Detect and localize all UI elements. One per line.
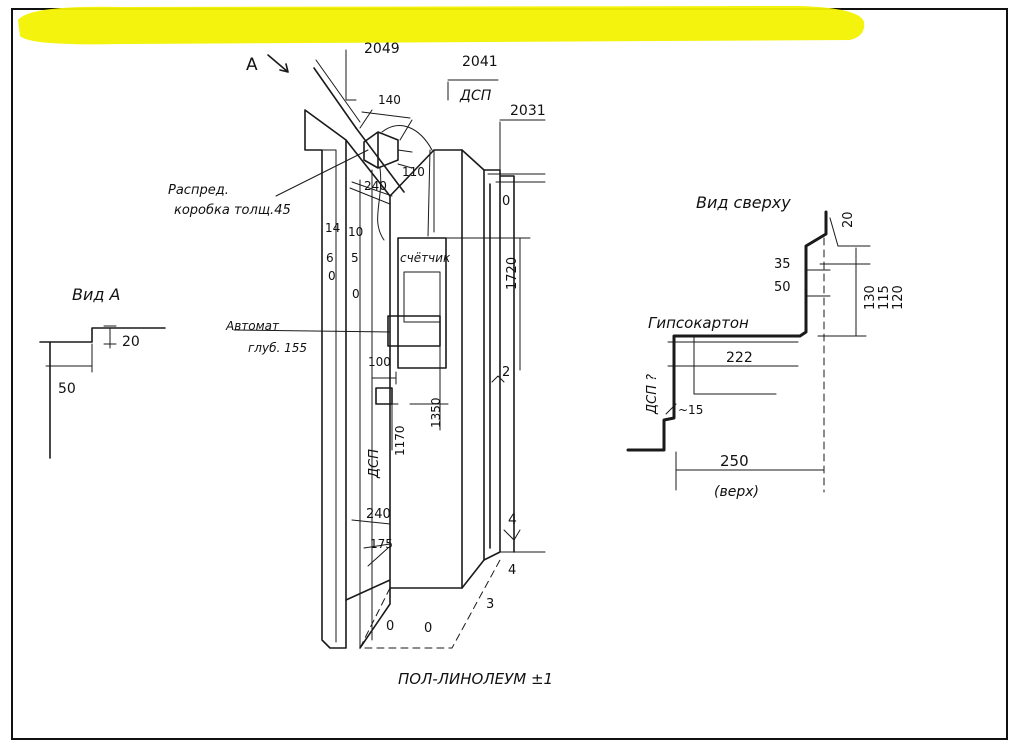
top-view-profile xyxy=(626,210,828,452)
top-dim-15: ~15 xyxy=(678,403,703,417)
main-sketch: 14 6 0 10 5 0 0 0 А 2049 2041 ДСП 2031 1… xyxy=(168,41,553,688)
mark-3: 3 xyxy=(486,597,494,612)
right-frame-ref xyxy=(487,173,546,553)
dim-2049: 2049 xyxy=(364,41,400,57)
dim-240-top: 240 xyxy=(364,179,387,193)
left-frame-inner xyxy=(315,59,361,643)
dim-140: 140 xyxy=(378,93,401,107)
top-dim-130: 130 xyxy=(863,285,878,310)
niche-back-wall xyxy=(389,149,463,589)
dim-2031: 2031 xyxy=(510,103,546,119)
view-a-profile xyxy=(39,327,166,459)
distributor-leader xyxy=(275,149,369,197)
wall-col2-2: 0 xyxy=(352,287,360,301)
automat-label-1: Автомат xyxy=(225,319,280,333)
dim-100: 100 xyxy=(368,355,391,369)
floor-zero-2: 0 xyxy=(424,621,432,636)
distributor-label-1: Распред. xyxy=(168,183,229,198)
automat-box xyxy=(387,315,441,347)
dsp-wall: ДСП xyxy=(367,449,382,479)
wall-col1-1: 6 xyxy=(326,251,334,265)
dim-1350-line xyxy=(409,343,449,431)
mark-2: 2 xyxy=(502,365,510,380)
floor-label: ПОЛ-ЛИНОЛЕУМ ±1 xyxy=(398,670,553,688)
dim-175: 175 xyxy=(370,537,393,551)
drywall-label: Гипсокартон xyxy=(648,314,749,332)
top-view-sketch: Вид сверху 20 35 50 130 115 120 Гипсокар… xyxy=(626,193,906,500)
distribution-box xyxy=(363,131,399,169)
box-cables xyxy=(377,125,435,241)
floor-outline xyxy=(359,559,501,649)
top-dim-115: 115 xyxy=(877,285,892,310)
dim-2031-leader xyxy=(499,119,546,173)
view-a-arrow-label: А xyxy=(246,55,258,75)
wall-col1-2: 0 xyxy=(328,269,336,283)
meter-box xyxy=(397,237,447,369)
edge-arrows xyxy=(491,375,521,541)
top-dim-222: 222 xyxy=(726,350,753,366)
automat-leader xyxy=(233,329,391,333)
mark-4a: 4 xyxy=(508,512,517,528)
dim-2041-leader xyxy=(447,79,499,101)
dim-1170: 1170 xyxy=(393,425,407,456)
top-view-frame-lines xyxy=(667,335,825,491)
top-dim-250: 250 xyxy=(720,452,749,470)
wall-column-1: 14 6 0 xyxy=(325,221,340,283)
dim-2041: 2041 xyxy=(462,54,498,70)
dsp-question: ДСП ? xyxy=(645,374,660,415)
top-dim-120: 120 xyxy=(891,285,906,310)
redaction-highlight xyxy=(18,6,865,45)
top-verkh: (верх) xyxy=(714,484,759,500)
left-wall xyxy=(345,127,405,649)
view-a-arrow xyxy=(267,54,289,73)
dim-100-lines xyxy=(371,371,397,385)
dim-110-lines xyxy=(397,149,413,169)
dim-2049-leader xyxy=(345,49,357,101)
dim-240-bottom-line xyxy=(351,519,391,525)
meter-window xyxy=(403,271,441,323)
left-wall-inner xyxy=(359,169,373,649)
mark-4b: 4 xyxy=(508,563,516,578)
dim-1720: 1720 xyxy=(505,257,520,290)
niche-right-wall xyxy=(461,149,485,589)
dim-175-line xyxy=(363,543,391,567)
view-a-dim-lines xyxy=(45,325,117,373)
left-frame-outer xyxy=(304,67,357,649)
top-view-dim-lines xyxy=(665,217,871,415)
view-a-title: Вид А xyxy=(72,285,120,304)
distributor-label-2: коробка толщ.45 xyxy=(174,203,291,218)
floor-zero-1: 0 xyxy=(386,619,394,634)
view-a-dim-50: 50 xyxy=(58,381,76,397)
dim-1170-line xyxy=(385,403,399,451)
dim-110: 110 xyxy=(402,165,425,179)
dim-1350: 1350 xyxy=(429,397,443,428)
dim-240-top-lines xyxy=(349,181,393,205)
top-dim-35: 35 xyxy=(774,257,791,272)
meter-label: счётчик xyxy=(400,251,451,265)
top-view-title: Вид сверху xyxy=(696,193,791,212)
right-frame xyxy=(483,169,515,561)
dim-240-bottom: 240 xyxy=(366,507,391,522)
view-a-dim-20: 20 xyxy=(122,334,140,350)
socket xyxy=(375,387,393,405)
wall-col2-0: 10 xyxy=(348,225,363,239)
mark-0: 0 xyxy=(502,194,510,209)
top-dim-50: 50 xyxy=(774,280,791,295)
view-a-sketch: Вид А 20 50 xyxy=(39,285,166,459)
wall-col1-0: 14 xyxy=(325,221,340,235)
wall-column-2: 10 5 0 xyxy=(348,225,363,301)
dim-140-lines xyxy=(359,109,413,141)
top-dim-20: 20 xyxy=(841,211,856,228)
dsp-top: ДСП xyxy=(459,88,492,104)
wall-col2-1: 5 xyxy=(351,251,359,265)
automat-label-2: глуб. 155 xyxy=(248,341,307,355)
